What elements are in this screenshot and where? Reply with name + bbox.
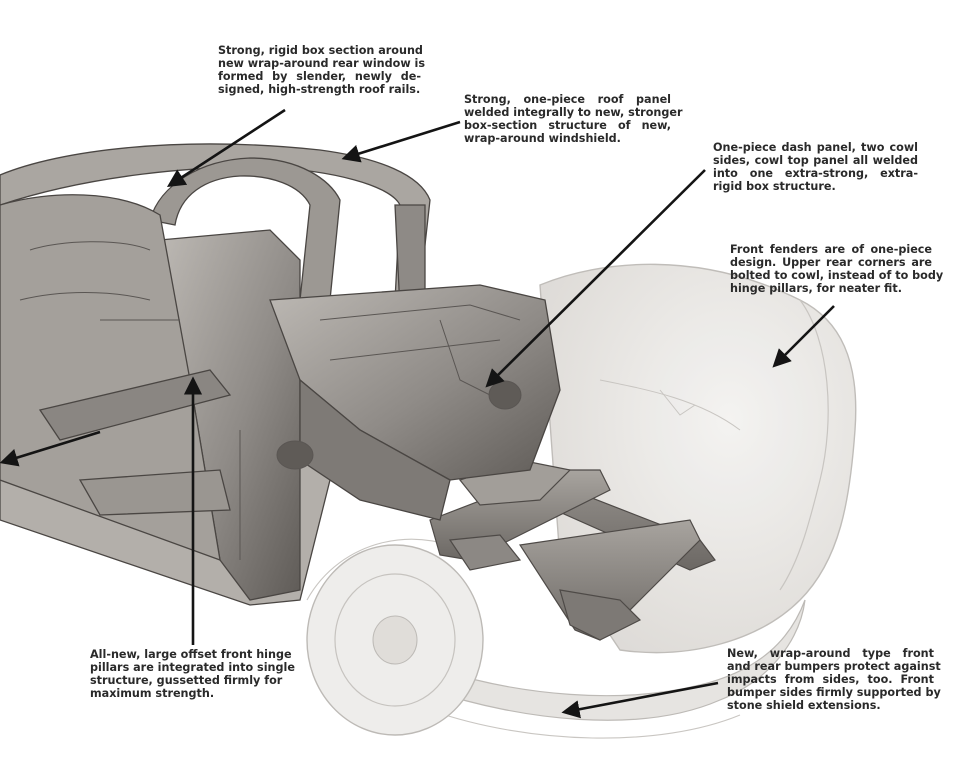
callout-line: design. Upper rear corners are: [730, 256, 932, 269]
callout-line: sides, cowl top panel all welded: [713, 154, 918, 167]
arrow-fenders: [772, 305, 835, 368]
callout-line: new wrap-around rear window is: [218, 57, 426, 70]
callout-line: pillars are integrated into single: [90, 661, 295, 674]
callout-line: formed by slender, newly de-: [218, 70, 421, 83]
car-body-shell: [0, 143, 561, 606]
callout-line: All-new, large offset front hinge: [90, 648, 292, 661]
callout-line: wrap-around windshield.: [464, 132, 621, 145]
callout-line: bolted to cowl, instead of to body: [730, 269, 944, 282]
callout-line: bumper sides firmly supported by: [727, 686, 941, 699]
callout-line: maximum strength.: [90, 687, 215, 700]
callout-hinge-pillars: All-new, large offset front hinge pillar…: [90, 648, 295, 700]
callout-line: rigid box structure.: [713, 180, 836, 193]
callout-rear-window: Strong, rigid box section around new wra…: [218, 44, 426, 96]
body-panel-details: [19, 241, 522, 560]
callout-line: structure, gussetted firmly for: [90, 674, 283, 687]
callout-line: Front fenders are of one-piece: [730, 243, 932, 256]
ghost-front-wheel: [306, 538, 484, 736]
callout-line: and rear bumpers protect against: [727, 660, 941, 673]
callout-line: welded integrally to new, stronger: [464, 106, 683, 119]
callout-front-fenders: Front fenders are of one-piece design. U…: [730, 243, 944, 295]
arrow-floor: [0, 430, 101, 467]
callout-arrows: [0, 108, 835, 719]
callout-line: impacts from sides, too. Front: [727, 673, 934, 686]
callout-line: signed, high-strength roof rails.: [218, 83, 421, 96]
callout-line: box-section structure of new,: [464, 119, 671, 132]
callout-line: Strong, rigid box section around: [218, 44, 423, 57]
callout-bumpers: New, wrap-around type front and rear bum…: [727, 647, 941, 712]
callout-line: hinge pillars, for neater fit.: [730, 282, 902, 295]
ghost-front-bumper: [429, 599, 806, 739]
arrow-roof-panel: [341, 120, 461, 163]
callout-roof-panel: Strong, one-piece roof panel welded inte…: [464, 93, 683, 145]
arrow-dash-panel: [485, 169, 706, 388]
callout-line: One-piece dash panel, two cowl: [713, 141, 918, 154]
arrow-rear-window: [166, 108, 286, 187]
callout-line: Strong, one-piece roof panel: [464, 93, 671, 106]
arrow-bumpers: [561, 681, 719, 719]
callout-line: stone shield extensions.: [727, 699, 881, 712]
callout-dash-panel: One-piece dash panel, two cowl sides, co…: [713, 141, 918, 193]
callout-line: into one extra-strong, extra-: [713, 167, 918, 180]
callout-line: New, wrap-around type front: [727, 647, 934, 660]
